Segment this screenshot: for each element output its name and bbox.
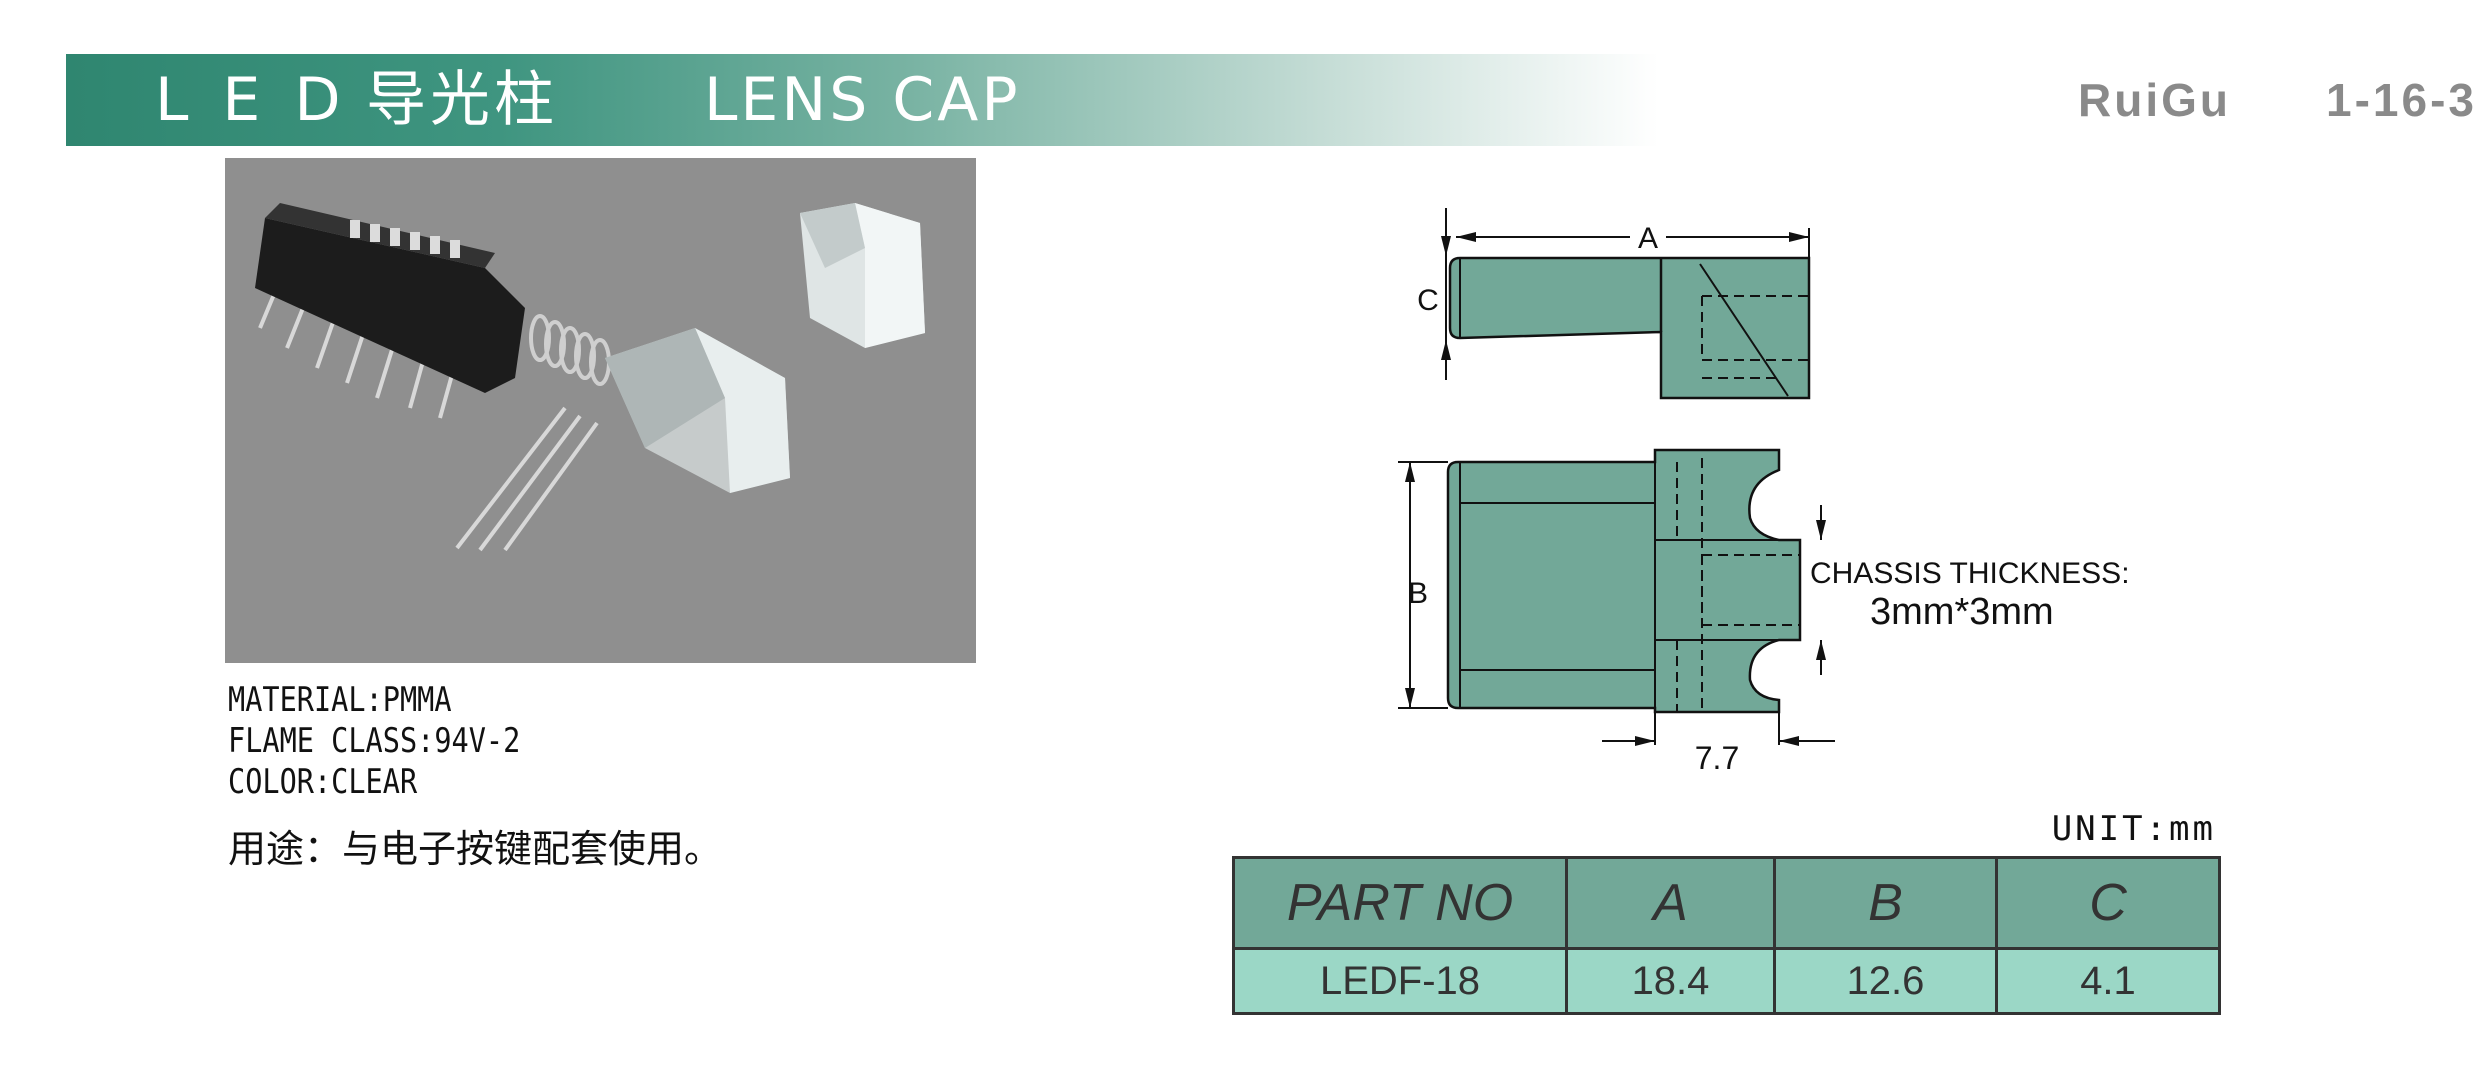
unit-label: UNIT:mm: [2051, 809, 2216, 849]
material-specs: MATERIAL:PMMA FLAME CLASS:94V-2 COLOR:CL…: [228, 680, 520, 803]
mounted-lens-cap: [605, 328, 790, 493]
chassis-thickness-value: 3mm*3mm: [1870, 591, 2054, 633]
side-view: A C: [1417, 208, 1811, 400]
spec-flame-class: FLAME CLASS:94V-2: [228, 721, 521, 761]
header-a: A: [1565, 856, 1776, 950]
drawing-svg: A C B: [1398, 208, 2130, 776]
switch-body: [255, 203, 525, 393]
usage-note: 用途：与电子按键配套使用。: [228, 827, 723, 871]
spring: [529, 314, 611, 386]
cell-a: 18.4: [1565, 947, 1776, 1015]
header-b: B: [1773, 856, 1998, 950]
spec-color: COLOR:CLEAR: [228, 762, 418, 802]
header-banner: LED 导光柱 LENS CAP RuiGu 1-16-3: [66, 54, 2479, 146]
cell-c: 4.1: [1995, 947, 2221, 1015]
cell-part-no: LEDF-18: [1232, 947, 1568, 1015]
title-chinese: 导光柱: [366, 65, 558, 135]
spec-material: MATERIAL:PMMA: [228, 680, 452, 720]
top-view: B CHASSIS THICKNESS: 3mm*3mm 7.7: [1398, 448, 2130, 776]
dim-b-label: B: [1408, 577, 1428, 610]
dim-a-label: A: [1638, 222, 1658, 255]
page-number: 1-16-3: [2326, 74, 2477, 126]
title-english: LENS CAP: [704, 65, 1021, 135]
dim-c-label: C: [1417, 284, 1439, 317]
technical-drawing: A C B: [1380, 200, 2200, 780]
loose-lens-cap: [800, 203, 925, 348]
brand-name: RuiGu: [2078, 74, 2231, 126]
title-led: LED: [155, 65, 375, 135]
product-photo: [225, 158, 976, 663]
cell-b: 12.6: [1773, 947, 1998, 1015]
table-row: LEDF-18 18.4 12.6 4.1: [1232, 947, 2221, 1015]
product-photo-illustration: [255, 203, 925, 552]
chassis-thickness-label: CHASSIS THICKNESS:: [1810, 557, 2130, 590]
header-part-no: PART NO: [1232, 856, 1568, 950]
header-c: C: [1995, 856, 2221, 950]
dim-7-7-label: 7.7: [1695, 740, 1739, 776]
parts-table: PART NO A B C LEDF-18 18.4 12.6 4.1: [1232, 856, 2221, 1015]
table-header-row: PART NO A B C: [1232, 856, 2221, 950]
